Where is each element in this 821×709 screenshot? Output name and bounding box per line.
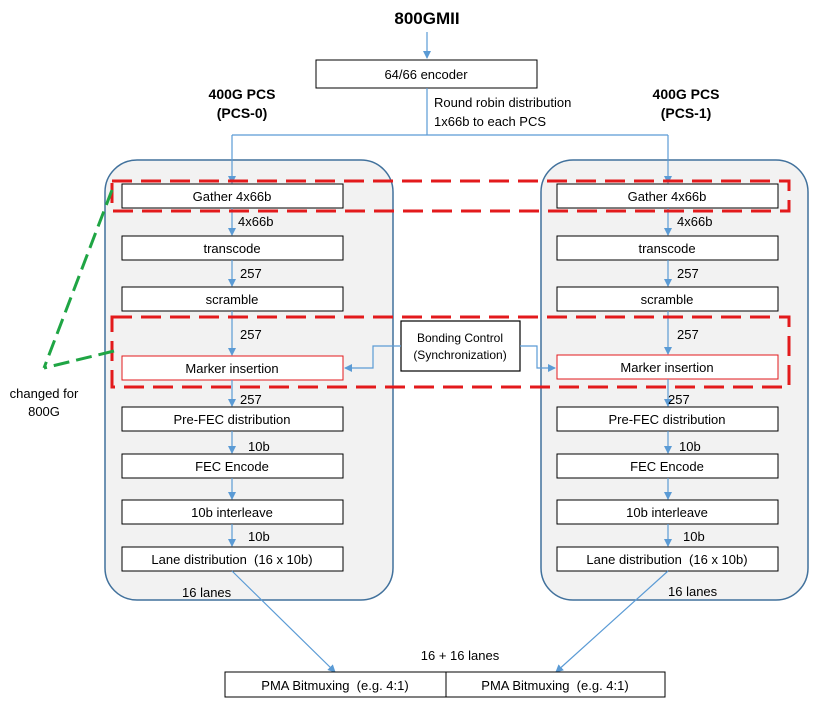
pcs-1-block-gather [556,183,779,209]
pcs-0-name-line1: 400G PCS [209,86,276,102]
bonding-control-box [400,320,521,372]
pcs-1-column: Gather 4x66b 4x66b transcode 257 scrambl… [556,183,779,599]
pcs-1-edge-label-2: 257 [677,266,699,281]
pcs-0-edge-label-4: 257 [240,392,262,407]
distribution-note-line1: Round robin distribution [434,95,571,110]
pcs-0-block-fec-encode-label: FEC Encode [195,459,269,474]
pcs-0-column: Gather 4x66b 4x66b transcode 257 scrambl… [121,183,344,600]
pcs-0-block-gather-label: Gather 4x66b [193,189,272,204]
pcs-0-block-scramble [121,286,344,312]
pcs-0-block-transcode [121,235,344,261]
changed-pointer-lower [43,349,115,370]
encoder-label: 64/66 encoder [384,67,468,82]
pcs-1-panel [540,159,809,601]
pcs-0-edge-label-1: 4x66b [238,214,273,229]
pcs-0-block-marker-insertion-label: Marker insertion [185,361,278,376]
pcs-0-block-pre-fec-label: Pre-FEC distribution [173,412,290,427]
pcs-1-block-gather-label: Gather 4x66b [628,189,707,204]
pcs-1-edge-label-4: 257 [668,392,690,407]
pcs-0-lanes-arrow [231,570,336,673]
changed-note-line1: changed for [10,386,79,401]
changed-note-line2: 800G [28,404,60,419]
pcs-0-edge-label-5: 10b [248,439,270,454]
pma-box-right [445,671,666,698]
bonding-arrow-left [344,345,401,372]
bonding-arrow-right [520,345,556,372]
pcs-1-lanes-label: 16 lanes [668,584,718,599]
bonding-control-line2: (Synchronization) [413,348,506,362]
pcs-1-block-scramble-label: scramble [641,292,694,307]
pcs-1-block-pre-fec [556,406,779,432]
pcs-1-block-fec-encode-label: FEC Encode [630,459,704,474]
pcs-0-edge-label-7: 10b [248,529,270,544]
pcs-1-block-transcode-label: transcode [638,241,695,256]
pcs-1-block-interleave-label: 10b interleave [626,505,708,520]
pcs-1-block-interleave [556,499,779,525]
pcs-0-block-lane-distribution-label: Lane distribution (16 x 10b) [151,552,312,567]
combined-lanes-label: 16 + 16 lanes [421,648,500,663]
pma-box-left [224,671,447,698]
pma-label-right: PMA Bitmuxing (e.g. 4:1) [481,678,628,693]
pcs-0-block-interleave-label: 10b interleave [191,505,273,520]
pcs-1-block-lane-distribution-label: Lane distribution (16 x 10b) [586,552,747,567]
encoder-box [315,59,538,89]
pcs-0-block-marker-insertion [121,355,344,381]
pcs-0-edge-label-2: 257 [240,266,262,281]
pcs-1-edge-label-1: 4x66b [677,214,712,229]
changed-highlight-gather [110,179,791,213]
pcs-1-name-line1: 400G PCS [653,86,720,102]
pcs-0-block-transcode-label: transcode [203,241,260,256]
changed-pointer-upper [42,189,114,369]
diagram-title: 800GMII [394,9,459,28]
pcs-1-name-line2: (PCS-1) [661,105,712,121]
pcs-0-block-lane-distribution [121,546,344,572]
bonding-control-line1: Bonding Control [417,331,503,345]
pcs-0-edge-label-3: 257 [240,327,262,342]
pcs-0-block-pre-fec [121,406,344,432]
pcs-1-edge-label-5: 10b [679,439,701,454]
pcs-1-edge-label-7: 10b [683,529,705,544]
pcs-0-name-line2: (PCS-0) [217,105,268,121]
pcs-0-block-interleave [121,499,344,525]
pcs-1-block-marker-insertion [556,354,779,380]
pcs-1-block-pre-fec-label: Pre-FEC distribution [608,412,725,427]
pcs-0-lanes-label: 16 lanes [182,585,232,600]
distribution-note-line2: 1x66b to each PCS [434,114,546,129]
pcs-1-block-marker-insertion-label: Marker insertion [620,360,713,375]
pcs-0-block-scramble-label: scramble [206,292,259,307]
pma-label-left: PMA Bitmuxing (e.g. 4:1) [261,678,408,693]
pcs-1-block-fec-encode [556,453,779,479]
pcs-1-edge-label-3: 257 [677,327,699,342]
pcs-1-lanes-arrow [555,570,669,673]
